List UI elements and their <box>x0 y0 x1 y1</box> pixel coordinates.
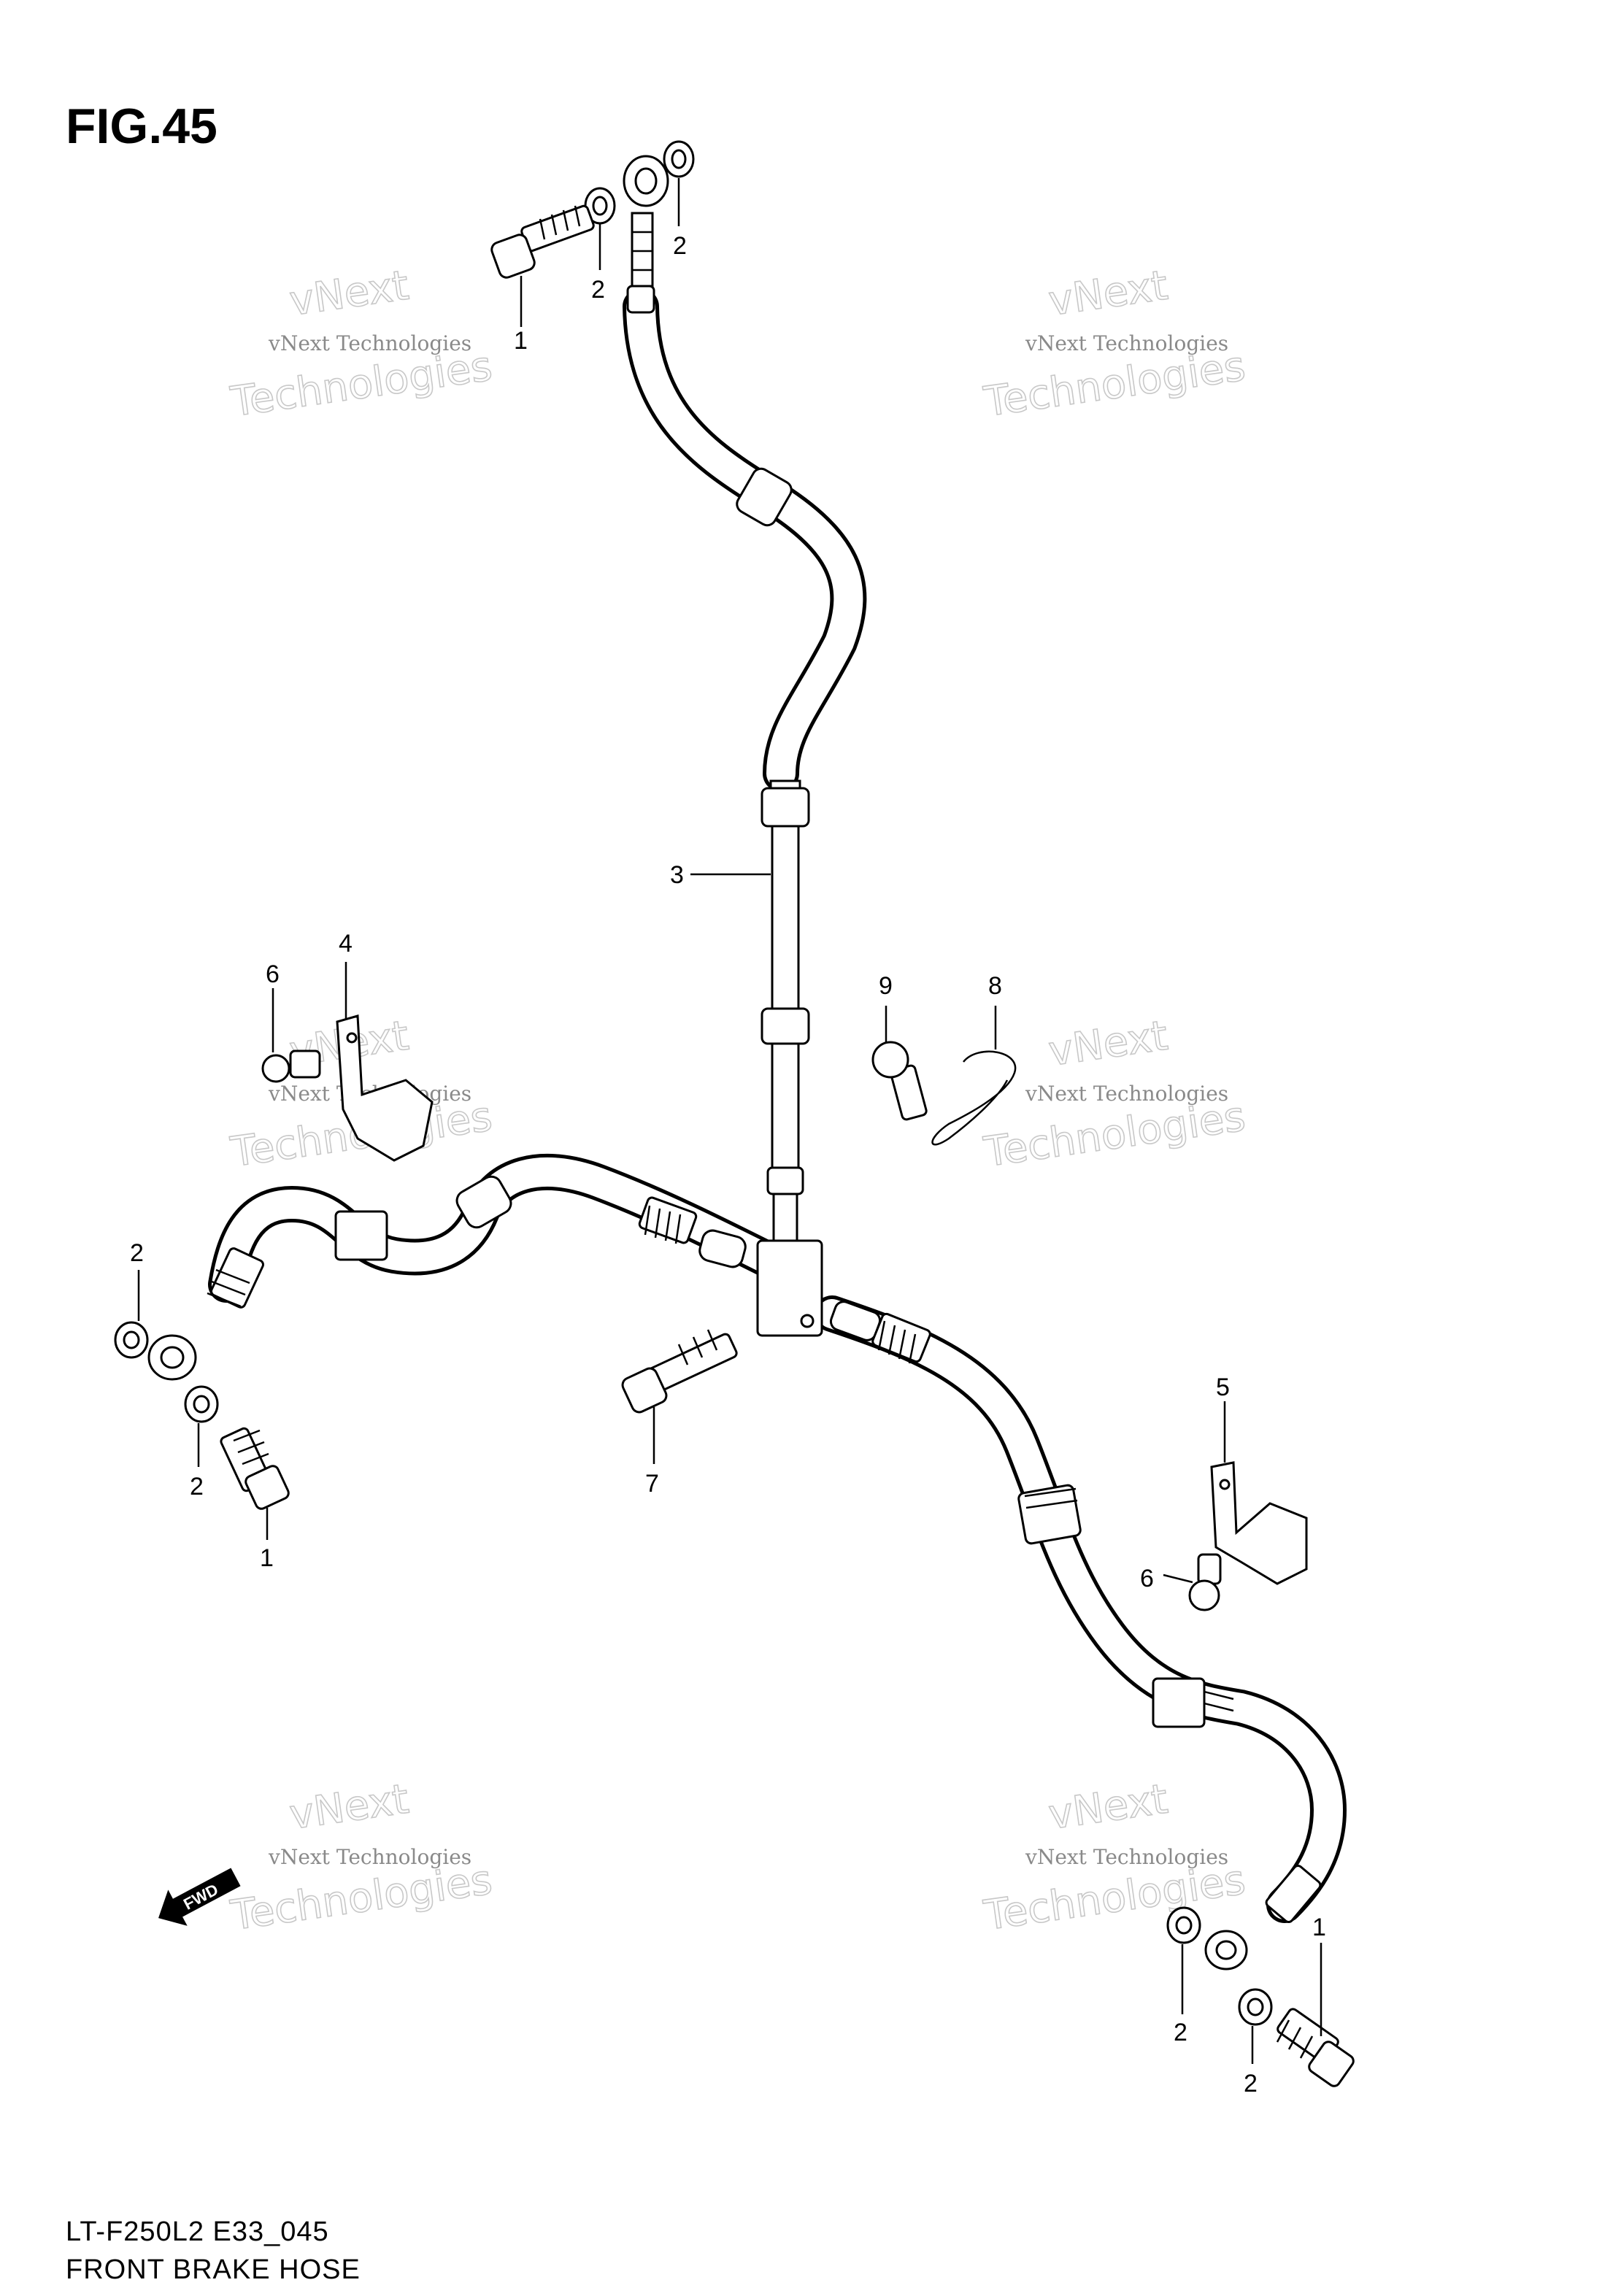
svg-text:vNext: vNext <box>1046 1776 1171 1839</box>
banjo-bolt-left <box>220 1427 290 1510</box>
callout-2-right-b: 2 <box>1244 2070 1258 2097</box>
svg-text:vNext: vNext <box>1046 262 1171 325</box>
svg-text:vNext Technologies: vNext Technologies <box>268 331 471 355</box>
bolt-6-right <box>1188 1553 1222 1611</box>
callout-2-top-b: 2 <box>673 232 687 260</box>
leader-lines <box>137 178 1322 2064</box>
svg-text:vNext Technologies: vNext Technologies <box>1025 1082 1228 1106</box>
callout-2-top-a: 2 <box>591 276 605 304</box>
clamp-5 <box>1210 1461 1308 1585</box>
top-washers <box>584 140 695 225</box>
left-washers <box>114 1321 219 1423</box>
svg-text:vNext: vNext <box>287 1776 412 1839</box>
callout-7: 7 <box>645 1470 659 1498</box>
callout-4: 4 <box>339 930 353 958</box>
callout-2-right-a: 2 <box>1174 2019 1187 2046</box>
lower-brake-hose <box>147 1153 1347 1971</box>
banjo-bolt-top <box>490 204 595 279</box>
bolt-6-left <box>261 1049 321 1083</box>
callout-3: 3 <box>670 861 684 889</box>
watermark-mid-right: vNext vNext Technologies Technologies <box>980 1012 1249 1177</box>
bolt-9 <box>871 1041 928 1121</box>
svg-text:vNext: vNext <box>287 262 412 325</box>
callout-5: 5 <box>1216 1374 1230 1401</box>
model-code: LT-F250L2 E33_045 <box>66 2216 329 2247</box>
svg-text:vNext Technologies: vNext Technologies <box>1025 1845 1228 1869</box>
watermark-top-left: vNext vNext Technologies Technologies <box>227 261 496 427</box>
callout-9: 9 <box>879 972 893 1000</box>
clip-8 <box>931 1050 1017 1146</box>
callout-2-left-b: 2 <box>190 1473 204 1501</box>
callout-2-left-a: 2 <box>130 1239 144 1267</box>
bolt-7 <box>621 1329 738 1414</box>
upper-brake-hose <box>623 155 867 1247</box>
callout-6-left: 6 <box>266 960 280 988</box>
callout-6-right: 6 <box>1140 1565 1154 1592</box>
watermark-bottom-right: vNext vNext Technologies Technologies <box>980 1775 1249 1941</box>
banjo-bolt-right <box>1276 2008 1355 2087</box>
callout-1-left: 1 <box>260 1544 274 1572</box>
figure-caption: FRONT BRAKE HOSE <box>66 2254 361 2285</box>
svg-text:vNext: vNext <box>1046 1012 1171 1076</box>
callouts: 1 2 2 3 4 6 9 8 2 2 1 7 5 6 2 2 1 <box>130 232 1326 2097</box>
svg-text:vNext Technologies: vNext Technologies <box>268 1845 471 1869</box>
svg-text:vNext Technologies: vNext Technologies <box>1025 331 1228 355</box>
watermark-bottom-left: vNext vNext Technologies Technologies <box>227 1775 496 1941</box>
watermark-top-right: vNext vNext Technologies Technologies <box>980 261 1249 427</box>
right-washers <box>1166 1906 1273 2026</box>
callout-8: 8 <box>988 972 1002 1000</box>
figure-title: FIG.45 <box>66 99 217 154</box>
callout-1-top: 1 <box>514 327 528 355</box>
callout-1-right: 1 <box>1312 1914 1326 1941</box>
clamp-4 <box>336 1014 434 1162</box>
